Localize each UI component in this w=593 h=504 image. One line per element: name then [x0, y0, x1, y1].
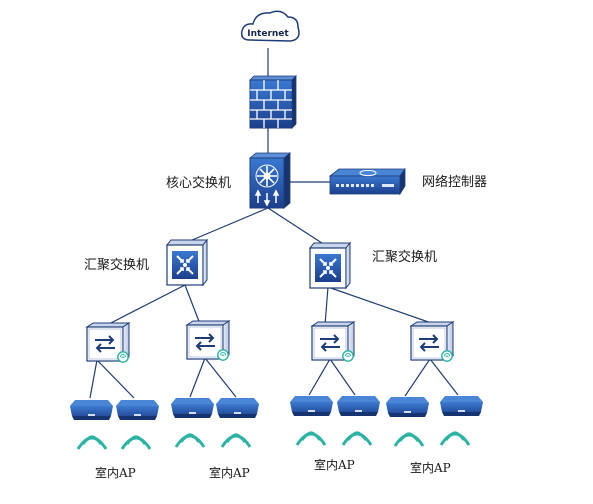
access-switch-2-icon — [186, 320, 230, 362]
connection-lines — [89, 48, 459, 399]
wifi-signal-icon — [174, 433, 206, 449]
indoor-ap-device-icon — [290, 396, 333, 416]
indoor-ap-label-4: 室内AP — [410, 460, 451, 475]
internet-cloud-icon: Internet — [240, 10, 300, 42]
access-switch-3-icon — [311, 321, 355, 363]
indoor-ap-device-icon — [386, 397, 429, 417]
indoor-ap-device-icon — [440, 396, 483, 416]
core-switch-label: 核心交换机 — [166, 175, 231, 191]
network-controller-icon — [328, 167, 406, 196]
wifi-signal-icon — [393, 432, 425, 448]
indoor-ap-label-2: 室内AP — [209, 465, 250, 480]
aggregation-switch-left-icon — [166, 239, 208, 286]
wifi-signal-icon — [295, 431, 327, 447]
core-switch-icon — [248, 152, 292, 209]
indoor-ap-label-3: 室内AP — [314, 457, 355, 472]
indoor-ap-label-1: 室内AP — [95, 465, 136, 480]
indoor-ap-device-icon — [116, 400, 159, 420]
wifi-signal-icon — [76, 435, 108, 451]
wifi-signal-icon — [120, 435, 152, 451]
network-controller-label: 网络控制器 — [422, 174, 487, 190]
firewall-icon — [249, 75, 297, 129]
aggregation-switch-right-icon — [309, 242, 351, 289]
indoor-ap-device-icon — [70, 400, 113, 420]
internet-label: Internet — [247, 29, 289, 39]
access-switch-1-icon — [86, 322, 130, 364]
access-switch-4-icon — [410, 321, 454, 363]
aggregation-switch-right-label: 汇聚交换机 — [372, 249, 437, 265]
wifi-signal-icon — [439, 431, 471, 447]
indoor-ap-device-icon — [216, 398, 259, 418]
indoor-ap-device-icon — [337, 396, 380, 416]
wifi-signal-icon — [220, 433, 252, 449]
indoor-ap-device-icon — [171, 398, 214, 418]
aggregation-switch-left-label: 汇聚交换机 — [84, 257, 149, 273]
wifi-signal-icon — [341, 431, 373, 447]
